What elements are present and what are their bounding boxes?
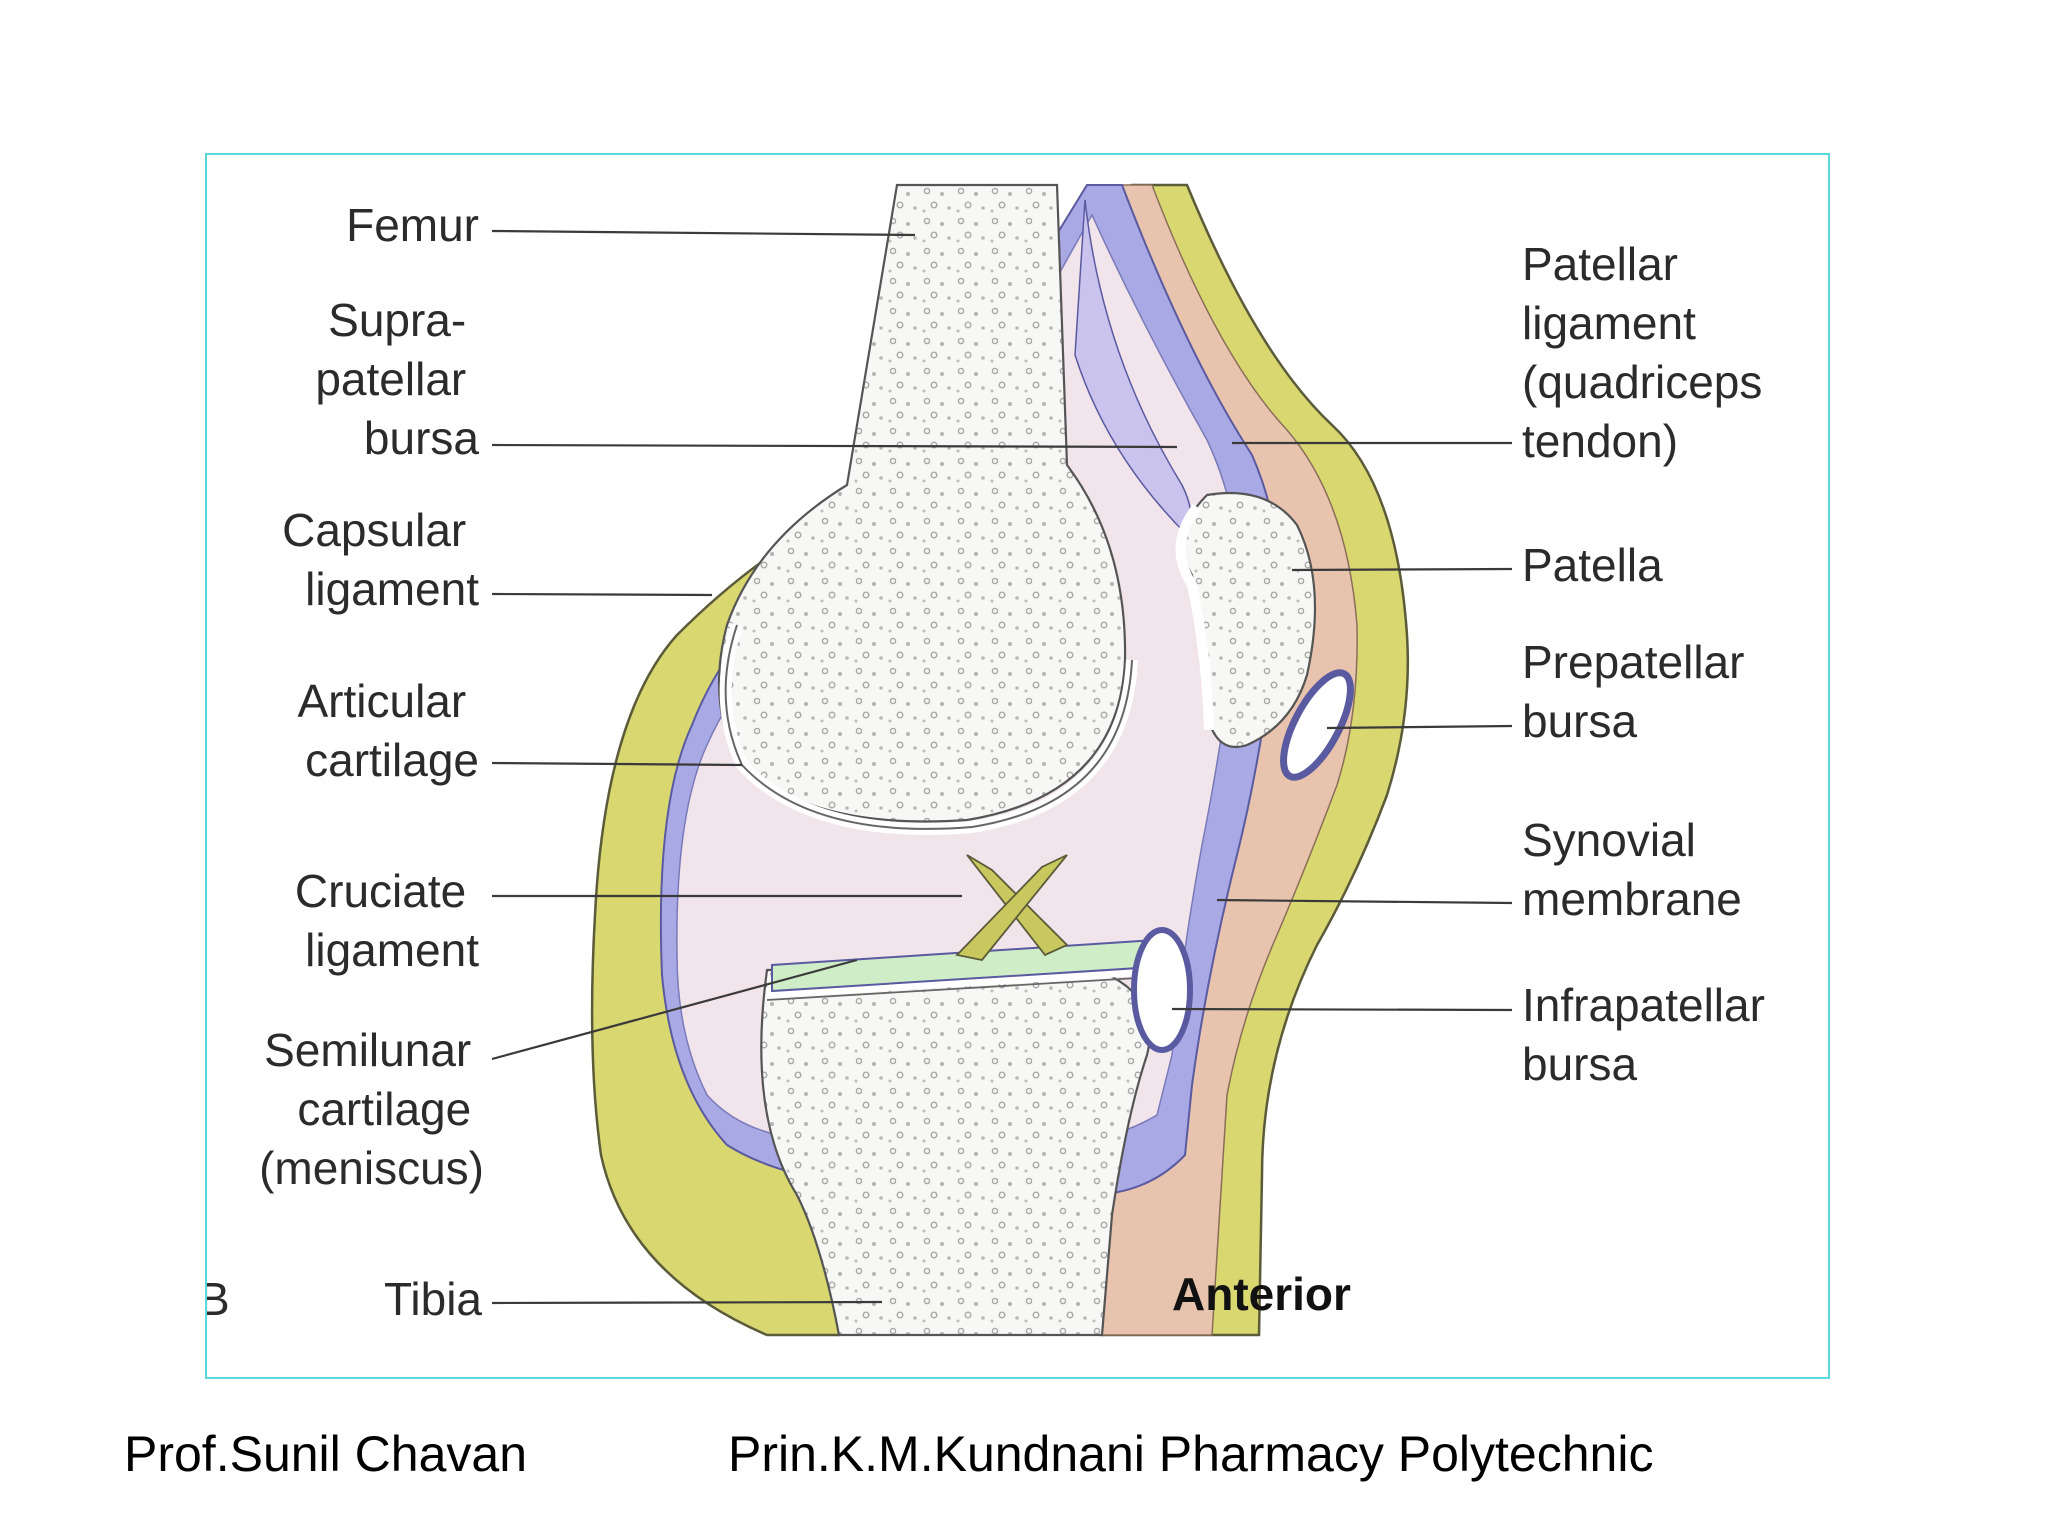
cruciate-ligament-shape-b	[955, 854, 1068, 961]
label-capsular-ligament: Capsular ligament	[282, 504, 479, 615]
label-figure-letter: B	[207, 1273, 230, 1325]
femur-bone	[717, 183, 1127, 823]
suprapatellar-bursa-shape	[1074, 199, 1192, 537]
label-femur: Femur	[346, 199, 479, 251]
label-infrapatellar-bursa: Infrapatellar bursa	[1522, 979, 1778, 1090]
prepatellar-bursa-shape	[1280, 669, 1354, 781]
label-anterior: Anterior	[1172, 1268, 1351, 1320]
label-patellar-ligament: Patellar ligament (quadriceps tendon)	[1522, 238, 1775, 467]
infrapatellar-bursa-shape	[1131, 927, 1193, 1053]
label-patella: Patella	[1522, 539, 1663, 591]
tibia-articular-cartilage	[766, 965, 1156, 998]
label-synovial-membrane: Synovial membrane	[1522, 814, 1742, 925]
leader-lines	[491, 229, 1513, 1305]
footer-author: Prof.Sunil Chavan	[124, 1426, 528, 1482]
footer-institution: Prin.K.M.Kundnani Pharmacy Polytechnic	[728, 1426, 1654, 1482]
label-semilunar-cartilage: Semilunar cartilage (meniscus)	[259, 1024, 484, 1194]
label-tibia: Tibia	[384, 1273, 482, 1325]
label-suprapatellar-bursa: Supra- patellar bursa	[315, 294, 479, 464]
label-prepatellar-bursa: Prepatellar bursa	[1522, 636, 1757, 747]
diagram-frame: Femur Supra- patellar bursa Capsular lig…	[205, 153, 1830, 1379]
knee-joint-diagram: Femur Supra- patellar bursa Capsular lig…	[207, 183, 1778, 1337]
label-cruciate-ligament: Cruciate ligament	[295, 865, 479, 976]
label-articular-cartilage: Articular cartilage	[298, 675, 480, 786]
